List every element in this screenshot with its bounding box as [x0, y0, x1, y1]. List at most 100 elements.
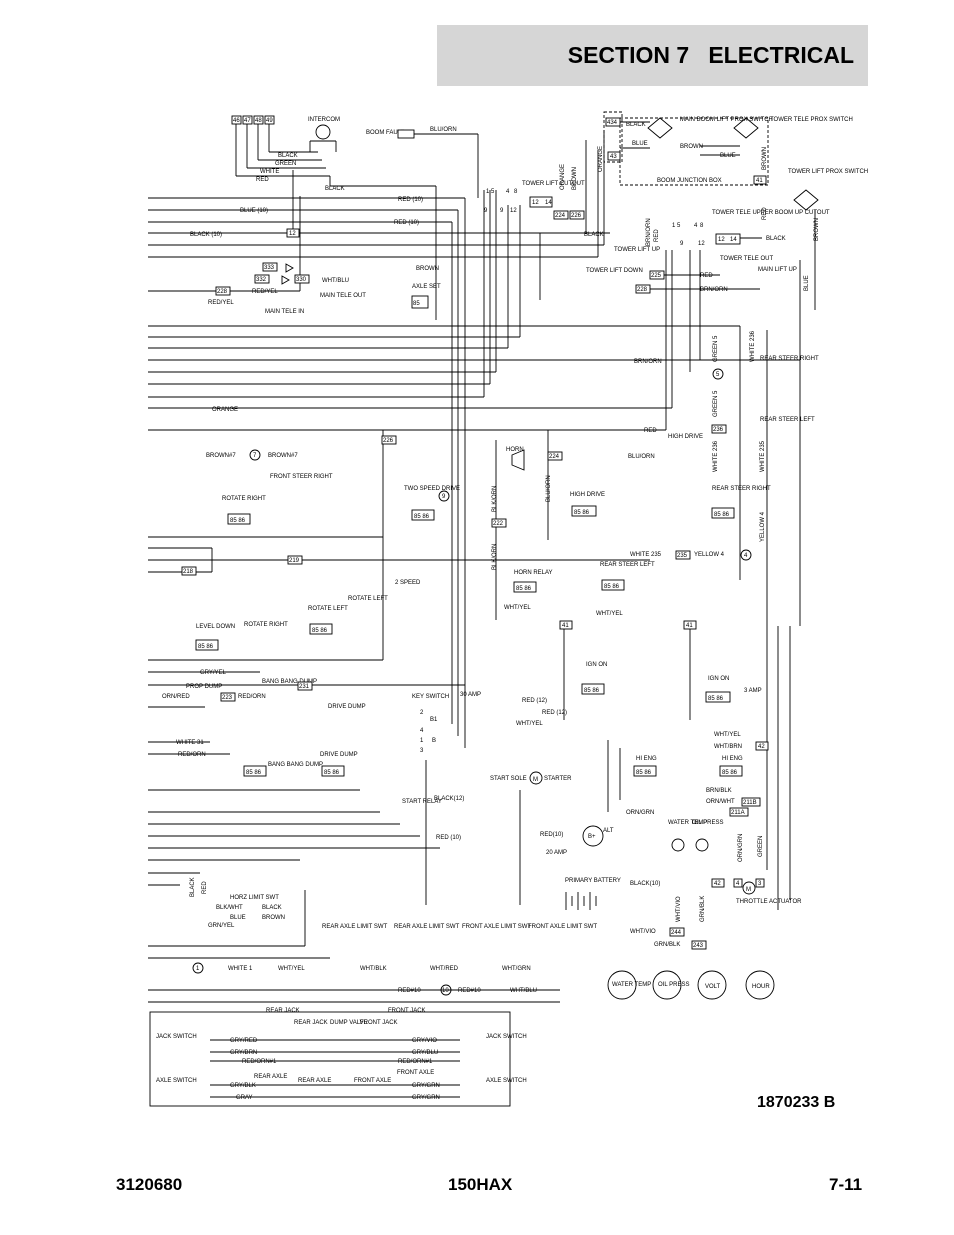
svg-text:BROWN: BROWN [416, 266, 439, 272]
svg-text:211A: 211A [731, 810, 745, 816]
svg-text:4: 4 [420, 728, 424, 734]
svg-text:B+: B+ [588, 834, 596, 840]
svg-text:MAIN TELE OUT: MAIN TELE OUT [320, 293, 366, 299]
svg-text:85 86: 85 86 [636, 770, 652, 776]
svg-text:434: 434 [607, 120, 618, 126]
svg-text:HIGH DRIVE: HIGH DRIVE [668, 434, 703, 440]
svg-text:MAIN TELE IN: MAIN TELE IN [265, 309, 304, 315]
svg-text:226: 226 [383, 438, 394, 444]
svg-text:12: 12 [289, 231, 296, 237]
svg-text:RED(10): RED(10) [540, 832, 563, 838]
svg-text:REAR STEER RIGHT: REAR STEER RIGHT [712, 486, 771, 492]
dump-relays: PROP DUMP ORN/RED 223 RED/ORN BANG BANG … [162, 679, 366, 777]
svg-text:GREEN 5: GREEN 5 [713, 335, 719, 362]
svg-text:BROWN#7: BROWN#7 [268, 453, 298, 459]
svg-text:ORN/RED: ORN/RED [162, 694, 190, 700]
svg-text:WATER TEMP: WATER TEMP [668, 820, 707, 826]
svg-text:ROTATE RIGHT: ROTATE RIGHT [222, 496, 266, 502]
svg-text:14: 14 [730, 237, 737, 243]
svg-text:226: 226 [571, 213, 582, 219]
svg-text:WHITE 236: WHITE 236 [713, 440, 719, 472]
svg-text:FRONT STEER RIGHT: FRONT STEER RIGHT [270, 474, 333, 480]
svg-text:OIL PRESS: OIL PRESS [658, 982, 689, 988]
svg-text:FRONT AXLE LIMIT SWT: FRONT AXLE LIMIT SWT [462, 924, 531, 930]
svg-text:HOUR: HOUR [752, 984, 770, 990]
svg-text:BLACK: BLACK [584, 232, 604, 238]
svg-text:RED/YEL: RED/YEL [208, 300, 234, 306]
svg-text:48: 48 [255, 118, 262, 124]
svg-text:GRY/YEL: GRY/YEL [200, 670, 227, 676]
section-header: SECTION 7 ELECTRICAL [437, 25, 868, 86]
svg-text:REAR STEER LEFT: REAR STEER LEFT [600, 562, 655, 568]
svg-text:BLACK: BLACK [626, 122, 646, 128]
svg-text:HORN: HORN [506, 447, 524, 453]
svg-text:REAR AXLE LIMIT SWT: REAR AXLE LIMIT SWT [322, 924, 388, 930]
svg-text:3 AMP: 3 AMP [744, 688, 762, 694]
svg-text:GREEN 5: GREEN 5 [713, 390, 719, 417]
svg-text:STARTER: STARTER [544, 776, 572, 782]
svg-text:IGN ON: IGN ON [586, 662, 607, 668]
svg-text:85 86: 85 86 [714, 512, 730, 518]
svg-text:BLU/ORN: BLU/ORN [430, 127, 457, 133]
svg-text:BLACK(10): BLACK(10) [630, 881, 660, 887]
svg-text:BLK/WHT: BLK/WHT [216, 905, 243, 911]
svg-text:TOWER TELE PROX SWITCH: TOWER TELE PROX SWITCH [770, 117, 853, 123]
gauges: WATER TEMP OIL PRESS VOLT HOUR [607, 970, 775, 1000]
svg-text:RED: RED [700, 273, 713, 279]
svg-text:236: 236 [713, 427, 724, 433]
svg-text:ROTATE LEFT: ROTATE LEFT [348, 596, 388, 602]
svg-text:RED/ORN#1: RED/ORN#1 [242, 1059, 277, 1065]
svg-text:TOWER LIFT DOWN: TOWER LIFT DOWN [586, 268, 643, 274]
svg-text:FRONT JACK: FRONT JACK [360, 1020, 398, 1026]
svg-text:TOWER LIFT UP: TOWER LIFT UP [614, 247, 660, 253]
svg-text:RED/YEL: RED/YEL [252, 289, 278, 295]
svg-text:WHITE 31: WHITE 31 [176, 740, 204, 746]
boom-fault-lamp: BOOM FAULT BLU/ORN [366, 127, 479, 198]
svg-text:GREEN: GREEN [275, 161, 296, 167]
svg-text:BROWN: BROWN [814, 218, 820, 241]
svg-text:85 86: 85 86 [722, 770, 738, 776]
svg-text:12: 12 [510, 208, 517, 214]
svg-text:PROP DUMP: PROP DUMP [186, 684, 222, 690]
svg-text:BLACK: BLACK [766, 236, 786, 242]
svg-text:WHITE: WHITE [260, 169, 279, 175]
svg-text:GRY/RED: GRY/RED [230, 1038, 258, 1044]
svg-text:244: 244 [671, 930, 682, 936]
upper-left-components: BLUE (10) RED (10) RED (10) BLACK (10) 1… [190, 197, 441, 315]
svg-text:BLACK(12): BLACK(12) [434, 796, 464, 802]
svg-text:WHT/YEL: WHT/YEL [714, 732, 741, 738]
svg-text:YELLOW 4: YELLOW 4 [694, 552, 725, 558]
svg-text:228: 228 [217, 289, 228, 295]
svg-text:REAR STEER LEFT: REAR STEER LEFT [760, 417, 815, 423]
svg-text:9: 9 [484, 208, 488, 214]
svg-text:85 86: 85 86 [312, 628, 328, 634]
svg-text:FRONT AXLE LIMIT SWT: FRONT AXLE LIMIT SWT [528, 924, 597, 930]
svg-text:3: 3 [758, 881, 762, 887]
svg-text:224: 224 [549, 454, 560, 460]
svg-text:41: 41 [756, 178, 763, 184]
svg-text:BLUE: BLUE [230, 915, 246, 921]
svg-text:BOOM FAULT: BOOM FAULT [366, 130, 405, 136]
svg-text:9: 9 [442, 494, 446, 500]
svg-text:ORN/GRN: ORN/GRN [738, 834, 744, 862]
svg-text:BROWN: BROWN [572, 167, 578, 190]
svg-text:1: 1 [420, 738, 424, 744]
svg-text:12: 12 [718, 237, 725, 243]
svg-text:TWO SPEED DRIVE: TWO SPEED DRIVE [404, 486, 460, 492]
svg-text:BLACK: BLACK [325, 186, 345, 192]
svg-text:WHT/YEL: WHT/YEL [596, 611, 623, 617]
svg-text:BRN/BLK: BRN/BLK [706, 788, 732, 794]
svg-text:OIL PRESS: OIL PRESS [692, 820, 723, 826]
svg-text:85 86: 85 86 [516, 586, 532, 592]
svg-text:85 86: 85 86 [574, 510, 590, 516]
svg-text:BLACK: BLACK [262, 905, 282, 911]
svg-text:47: 47 [244, 118, 251, 124]
svg-text:RED/ORN#1: RED/ORN#1 [398, 1059, 433, 1065]
svg-text:KEY SWITCH: KEY SWITCH [412, 694, 449, 700]
drive-relays: BROWN#7 7 BROWN#7 FRONT STEER RIGHT 226 … [181, 435, 460, 676]
svg-text:TOWER LIFT CUTOUT: TOWER LIFT CUTOUT [522, 181, 585, 187]
svg-text:1 5: 1 5 [486, 189, 495, 195]
svg-text:GRY/VIO: GRY/VIO [412, 1038, 437, 1044]
